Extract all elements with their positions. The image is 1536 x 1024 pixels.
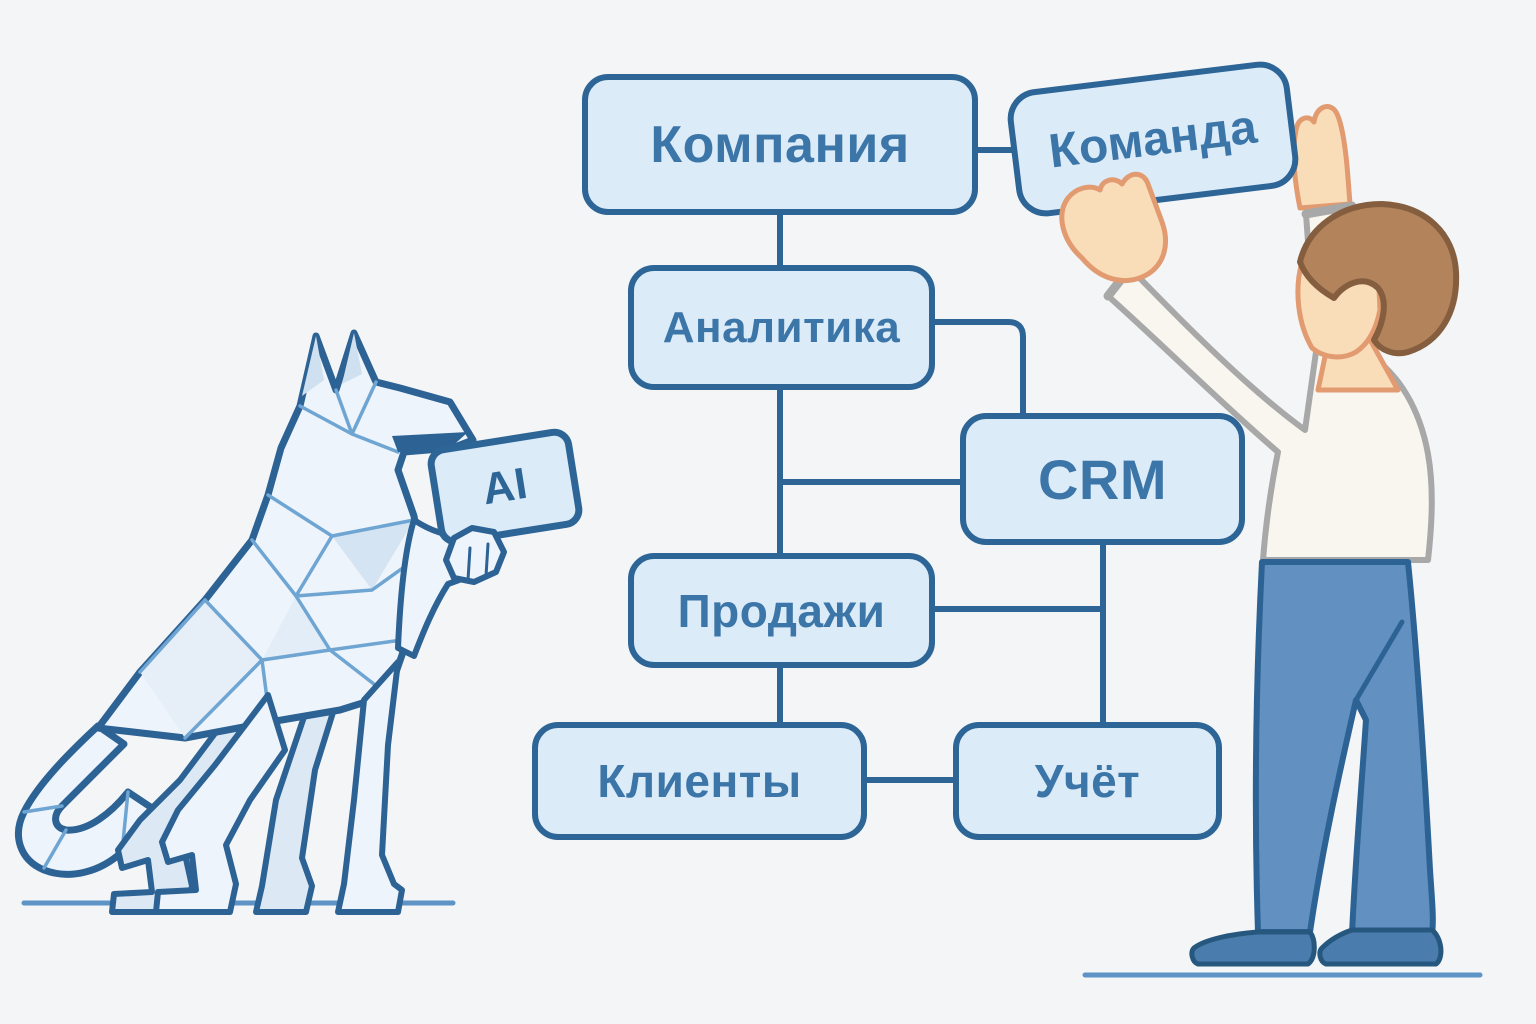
wolf-facet-lines (138, 380, 416, 740)
node-sales: Продажи (628, 553, 935, 668)
edge-analytics-crm (935, 319, 1026, 413)
node-crm: CRM (960, 413, 1245, 545)
node-company: Компания (582, 74, 978, 215)
person-right-shoe (1317, 927, 1444, 967)
wolf-front-leg-far (253, 687, 343, 915)
person-pants (1252, 559, 1436, 937)
node-accounting-label: Учёт (1034, 755, 1141, 807)
wolf-ear-inner (342, 333, 362, 384)
person-pants-seam (1353, 619, 1405, 703)
node-accounting: Учёт (953, 722, 1222, 840)
person-cuff-right (1301, 201, 1357, 219)
wolf-ear-inner (302, 336, 324, 396)
node-crm-label: CRM (1037, 447, 1168, 511)
node-clients: Клиенты (532, 722, 867, 840)
person-hair (1297, 201, 1460, 357)
person-illustration (1103, 104, 1460, 967)
person-left-shoe (1189, 929, 1317, 967)
person-right-hand (1291, 104, 1353, 211)
wolf-illustration (15, 329, 499, 915)
wolf-front-leg-near (335, 659, 405, 915)
node-analytics-label: Аналитика (662, 302, 901, 352)
node-team-label: Команда (1045, 99, 1261, 179)
ai-sign-label: AI (478, 458, 531, 515)
node-clients-label: Клиенты (597, 755, 802, 807)
node-analytics: Аналитика (628, 265, 935, 390)
node-sales-label: Продажи (677, 584, 886, 637)
node-company-label: Компания (650, 115, 910, 174)
wolf-hind-leg-near (153, 692, 288, 915)
